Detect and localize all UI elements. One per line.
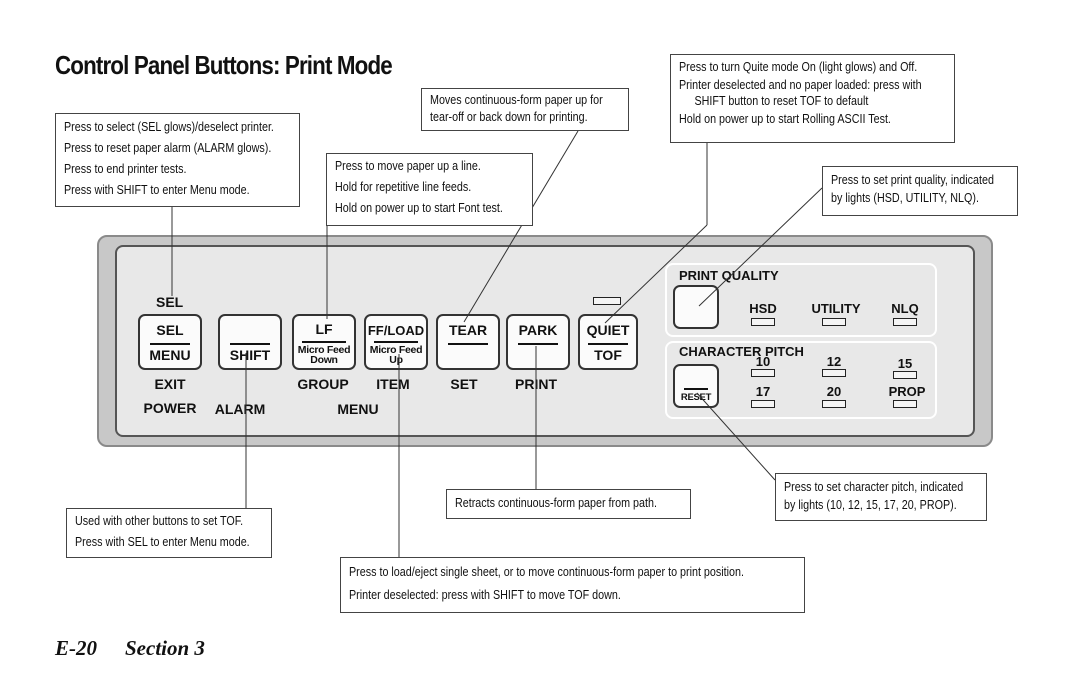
- pitch-15-label: 15: [897, 356, 913, 371]
- group-label: GROUP: [297, 376, 349, 392]
- ffload-up-label: Up: [389, 354, 403, 366]
- reset-button[interactable]: RESET: [673, 364, 719, 408]
- section-label: Section 3: [125, 636, 205, 660]
- alarm-label: ALARM: [214, 401, 266, 417]
- set-label: SET: [450, 376, 478, 392]
- divider: [588, 343, 628, 345]
- pitch-17-light: [751, 400, 775, 408]
- print-quality-callout: Press to set print quality, indicated by…: [822, 166, 1018, 216]
- quiet-button-label: QUIET: [586, 322, 630, 338]
- character-pitch-group: [665, 341, 937, 419]
- pitch-leader-line: [696, 392, 776, 481]
- pitch-12-label: 12: [826, 354, 842, 369]
- quiet-indicator-light: [593, 297, 621, 305]
- divider: [230, 343, 270, 345]
- character-pitch-heading: CHARACTER PITCH: [679, 344, 804, 359]
- page-title: Control Panel Buttons: Print Mode: [55, 50, 393, 80]
- divider: [518, 343, 558, 345]
- page-number: E-20: [55, 636, 97, 660]
- divider: [150, 343, 190, 345]
- sel-callout: Press to select (SEL glows)/deselect pri…: [55, 113, 300, 207]
- shift-button[interactable]: SHIFT: [218, 314, 282, 370]
- menu-label: MENU: [337, 401, 379, 417]
- utility-light: [822, 318, 846, 326]
- pitch-20-light: [822, 400, 846, 408]
- hsd-label: HSD: [749, 301, 777, 316]
- tear-callout: Moves continuous-form paper up for tear-…: [421, 88, 629, 131]
- ffload-button-label: FF/LOAD: [367, 323, 425, 338]
- pitch-12-light: [822, 369, 846, 377]
- pitch-callout: Press to set character pitch, indicated …: [775, 473, 987, 521]
- sel-button-label: SEL: [156, 322, 184, 338]
- pitch-15-light: [893, 371, 917, 379]
- pitch-10-label: 10: [755, 354, 771, 369]
- ffload-callout: Press to load/eject single sheet, or to …: [340, 557, 805, 613]
- quiet-leader-line-diag: [604, 224, 708, 324]
- park-button-label: PARK: [518, 322, 558, 338]
- exit-label: EXIT: [154, 376, 186, 392]
- hsd-light: [751, 318, 775, 326]
- pitch-10-light: [751, 369, 775, 377]
- pitch-17-label: 17: [755, 384, 771, 399]
- shift-button-label: SHIFT: [229, 347, 271, 363]
- lf-down-label: Down: [310, 354, 338, 366]
- quiet-tof-button[interactable]: QUIET TOF: [578, 314, 638, 370]
- lf-button[interactable]: LF Micro Feed Down: [292, 314, 356, 370]
- divider: [302, 341, 346, 343]
- print-quality-heading: PRINT QUALITY: [679, 268, 779, 283]
- print-quality-leader-line: [698, 187, 823, 307]
- pitch-20-label: 20: [826, 384, 842, 399]
- reset-button-label: RESET: [680, 392, 712, 403]
- sel-menu-button[interactable]: SEL MENU: [138, 314, 202, 370]
- print-quality-button[interactable]: [673, 285, 719, 329]
- sel-indicator-label: SEL: [156, 294, 184, 310]
- quiet-callout: Press to turn Quite mode On (light glows…: [670, 54, 955, 143]
- tear-button-label: TEAR: [448, 322, 488, 338]
- park-callout: Retracts continuous-form paper from path…: [446, 489, 691, 519]
- ffload-button[interactable]: FF/LOAD Micro Feed Up: [364, 314, 428, 370]
- power-label: POWER: [143, 400, 197, 416]
- lf-callout: Press to move paper up a line. Hold for …: [326, 153, 533, 226]
- tear-leader-line: [463, 130, 579, 323]
- nlq-label: NLQ: [891, 301, 919, 316]
- lf-button-label: LF: [315, 321, 333, 337]
- ffload-micro-feed-label: Micro Feed: [369, 344, 423, 356]
- tof-button-label: TOF: [594, 347, 622, 363]
- utility-label: UTILITY: [811, 301, 861, 316]
- menu-button-label: MENU: [149, 347, 191, 363]
- divider: [374, 341, 418, 343]
- page-footer: E-20 Section 3: [55, 636, 205, 661]
- nlq-light: [893, 318, 917, 326]
- divider: [448, 343, 488, 345]
- shift-callout: Used with other buttons to set TOF. Pres…: [66, 508, 272, 558]
- print-quality-group: [665, 263, 937, 337]
- divider: [684, 388, 708, 390]
- pitch-prop-light: [893, 400, 917, 408]
- lf-micro-feed-label: Micro Feed: [297, 344, 351, 356]
- pitch-prop-label: PROP: [888, 384, 926, 399]
- park-button[interactable]: PARK: [506, 314, 570, 370]
- item-label: ITEM: [376, 376, 410, 392]
